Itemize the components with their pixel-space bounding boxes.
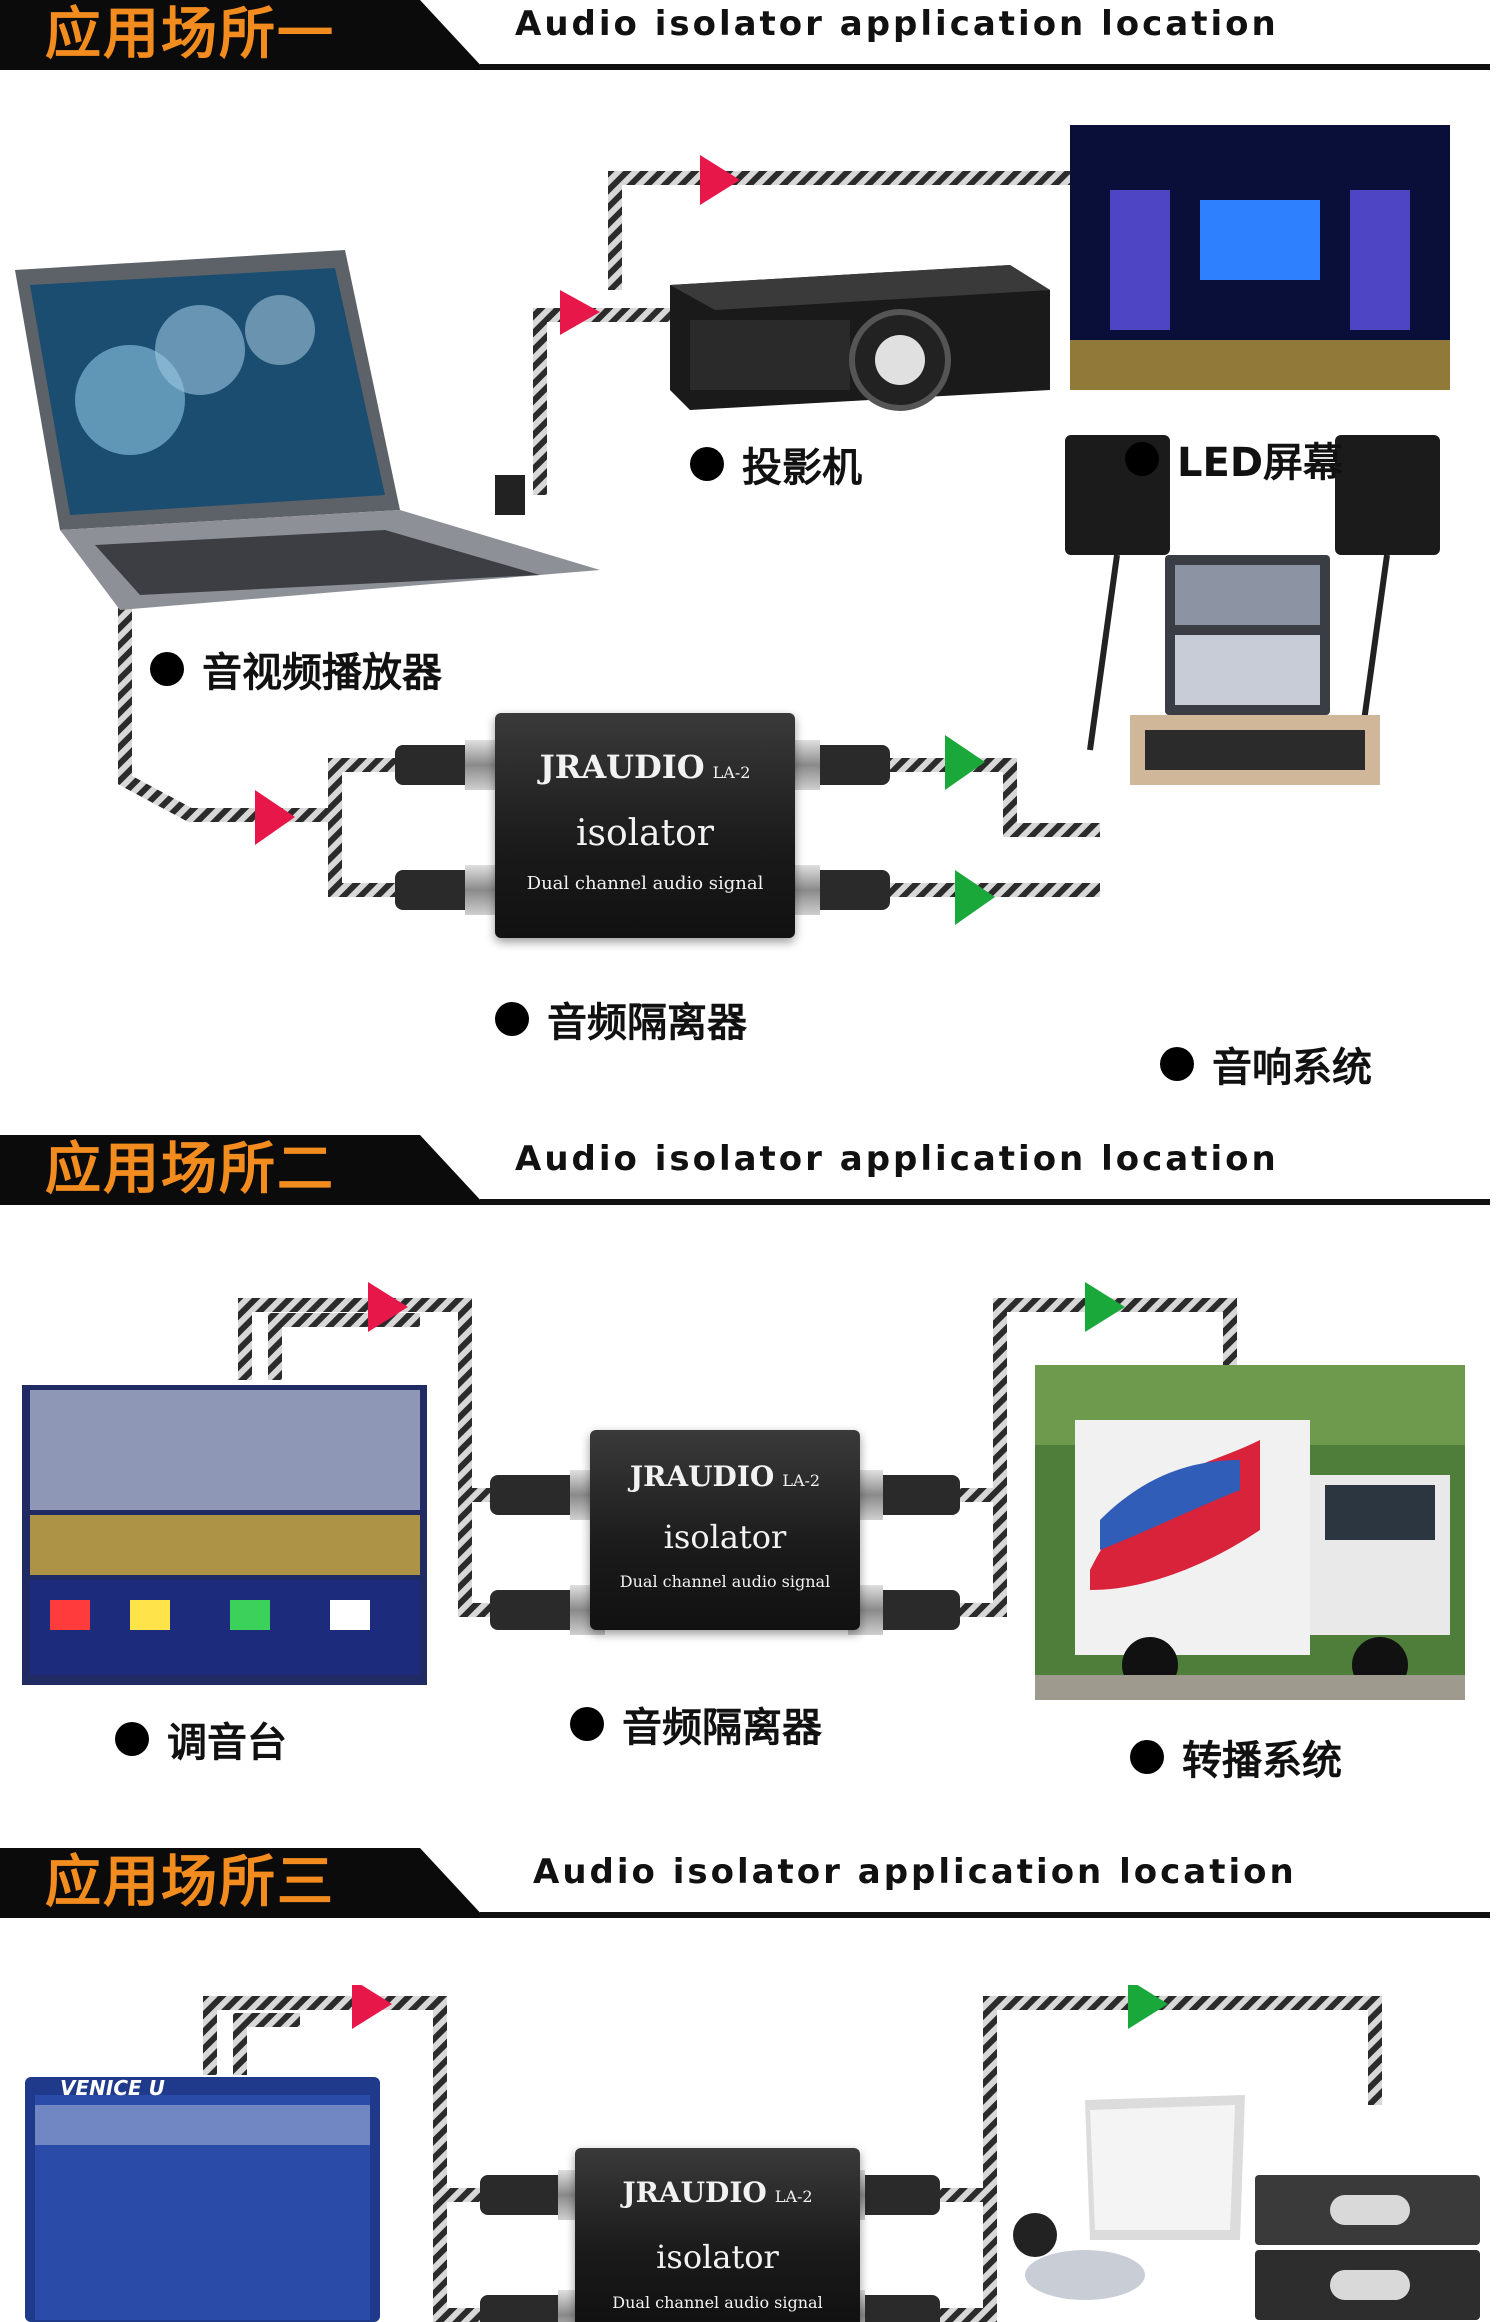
label-player: 音视频播放器 — [150, 640, 442, 698]
section-header-1: 应用场所一 Audio isolator application locatio… — [0, 0, 1500, 80]
led-screen-image — [1070, 125, 1450, 390]
bullet-dot — [1125, 442, 1159, 476]
section-subtitle: Audio isolator application location — [533, 1852, 1297, 1892]
section-title: 应用场所二 — [45, 1135, 335, 1205]
label-isolator: 音频隔离器 — [570, 1695, 822, 1753]
venice-brand: VENICE U — [60, 2076, 165, 2100]
device-desc: Dual channel audio signal — [575, 2293, 860, 2312]
arrow-red — [255, 790, 295, 845]
label-sound: 音响系统 — [1160, 1035, 1372, 1093]
section-subtitle: Audio isolator application location — [515, 1139, 1279, 1179]
header-rule — [480, 1912, 1490, 1918]
label-broadcast: 转播系统 — [1130, 1728, 1342, 1786]
arrow-green — [1128, 1985, 1168, 2029]
bullet-dot — [495, 1002, 529, 1036]
header-slant — [410, 1848, 490, 1918]
mixer-image — [1130, 555, 1380, 785]
speaker-right-image — [1335, 435, 1440, 750]
header-rule — [480, 1199, 1490, 1205]
bullet-dot — [115, 1722, 149, 1756]
section1-diagram — [0, 90, 1500, 1090]
device-name: isolator — [495, 813, 795, 854]
section-title: 应用场所一 — [45, 0, 335, 70]
broadcast-truck-image — [1035, 1365, 1465, 1700]
bullet-dot — [150, 652, 184, 686]
bullet-dot — [1160, 1047, 1194, 1081]
section-header-3: 应用场所三 Audio isolator application locatio… — [0, 1848, 1500, 1928]
venice-console-image — [25, 2077, 380, 2322]
bullet-dot — [690, 447, 724, 481]
label-console: 调音台 — [115, 1710, 287, 1768]
amplifier-image — [1255, 2175, 1480, 2320]
arrow-red — [560, 290, 600, 335]
arrow-green — [955, 870, 995, 925]
projector-image — [670, 265, 1050, 410]
bullet-dot — [570, 1707, 604, 1741]
flight-case-image — [1085, 2095, 1245, 2240]
device-name: isolator — [590, 1518, 860, 1556]
device-desc: Dual channel audio signal — [495, 873, 795, 894]
header-rule — [480, 64, 1490, 70]
bullet-dot — [1130, 1740, 1164, 1774]
arrow-green — [1085, 1282, 1125, 1332]
arrow-green — [945, 735, 985, 790]
label-projector: 投影机 — [690, 435, 862, 493]
header-slant — [410, 0, 490, 70]
section-header-2: 应用场所二 Audio isolator application locatio… — [0, 1135, 1500, 1215]
device-desc: Dual channel audio signal — [590, 1572, 860, 1591]
arrow-red — [700, 155, 740, 205]
laptop-image — [15, 250, 600, 610]
label-isolator: 音频隔离器 — [495, 990, 747, 1048]
header-slant — [410, 1135, 490, 1205]
arrow-red — [352, 1985, 392, 2029]
label-led: LED屏幕 — [1125, 430, 1343, 488]
section-subtitle: Audio isolator application location — [515, 4, 1279, 44]
device-name: isolator — [575, 2238, 860, 2276]
mixing-console-image — [22, 1385, 427, 1685]
section-title: 应用场所三 — [45, 1848, 335, 1918]
